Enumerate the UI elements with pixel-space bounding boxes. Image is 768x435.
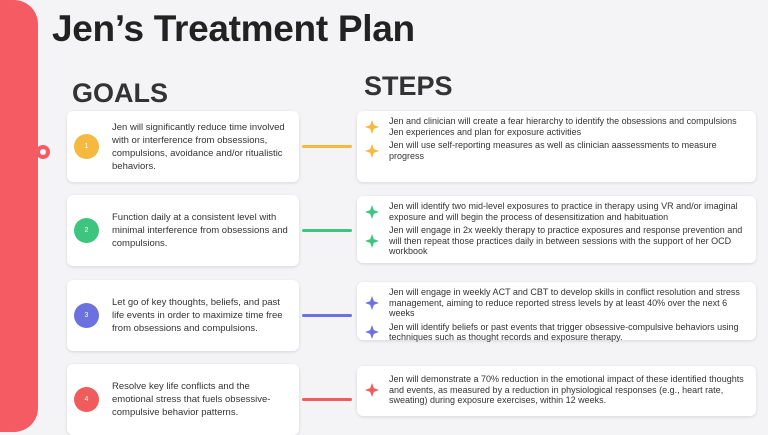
- sparkle-icon: [365, 119, 379, 134]
- step-text: Jen will engage in 2x weekly therapy to …: [389, 225, 743, 256]
- step-item: Jen will use self-reporting measures as …: [365, 140, 750, 161]
- goal-card-1: 1 Jen will significantly reduce time inv…: [67, 111, 299, 182]
- goal-text: Jen will significantly reduce time invol…: [112, 121, 285, 172]
- goal-number-badge: 4: [74, 387, 99, 412]
- goal-text: Function daily at a consistent level wit…: [112, 212, 288, 249]
- page-title: Jen’s Treatment Plan: [52, 8, 415, 49]
- step-item: Jen will demonstrate a 70% reduction in …: [365, 374, 750, 406]
- goal-text: Resolve key life conflicts and the emoti…: [112, 381, 271, 418]
- step-card-2: Jen will identify two mid-level exposure…: [357, 196, 756, 263]
- sparkle-icon: [365, 143, 379, 158]
- step-text: Jen and clinician will create a fear hie…: [389, 116, 737, 137]
- step-item: Jen will identify beliefs or past events…: [365, 322, 750, 343]
- goal-step-connector: [302, 145, 352, 148]
- goal-card-3: 3 Let go of key thoughts, beliefs, and p…: [67, 280, 299, 351]
- goal-number-badge: 1: [74, 134, 99, 159]
- sidebar-knob: [36, 145, 50, 159]
- goal-step-connector: [302, 314, 352, 317]
- sidebar-accent: [0, 0, 38, 432]
- step-card-4: Jen will demonstrate a 70% reduction in …: [357, 366, 756, 416]
- steps-heading: STEPS: [364, 71, 453, 101]
- step-text: Jen will use self-reporting measures as …: [389, 140, 717, 161]
- goal-card-2: 2 Function daily at a consistent level w…: [67, 195, 299, 266]
- step-item: Jen will engage in 2x weekly therapy to …: [365, 225, 750, 257]
- step-item: Jen will identify two mid-level exposure…: [365, 201, 750, 222]
- sparkle-icon: [365, 325, 379, 339]
- sparkle-icon: [365, 204, 379, 219]
- goal-card-4: 4 Resolve key life conflicts and the emo…: [67, 364, 299, 435]
- step-item: Jen and clinician will create a fear hie…: [365, 116, 750, 137]
- step-text: Jen will identify beliefs or past events…: [389, 321, 739, 343]
- step-card-1: Jen and clinician will create a fear hie…: [357, 111, 756, 182]
- step-item: Jen will engage in weekly ACT and CBT to…: [365, 287, 750, 319]
- sparkle-icon: [365, 295, 379, 310]
- step-card-3: Jen will engage in weekly ACT and CBT to…: [357, 282, 756, 343]
- goals-heading: GOALS: [72, 78, 169, 108]
- sparkle-icon: [365, 382, 379, 397]
- step-text: Jen will engage in weekly ACT and CBT to…: [389, 287, 740, 318]
- sparkle-icon: [365, 233, 379, 248]
- goal-number-badge: 3: [74, 303, 99, 328]
- step-text: Jen will demonstrate a 70% reduction in …: [389, 374, 744, 405]
- goal-step-connector: [302, 398, 352, 401]
- goal-text: Let go of key thoughts, beliefs, and pas…: [112, 297, 283, 334]
- goal-number-badge: 2: [74, 218, 99, 243]
- goal-step-connector: [302, 229, 352, 232]
- step-text: Jen will identify two mid-level exposure…: [389, 201, 738, 222]
